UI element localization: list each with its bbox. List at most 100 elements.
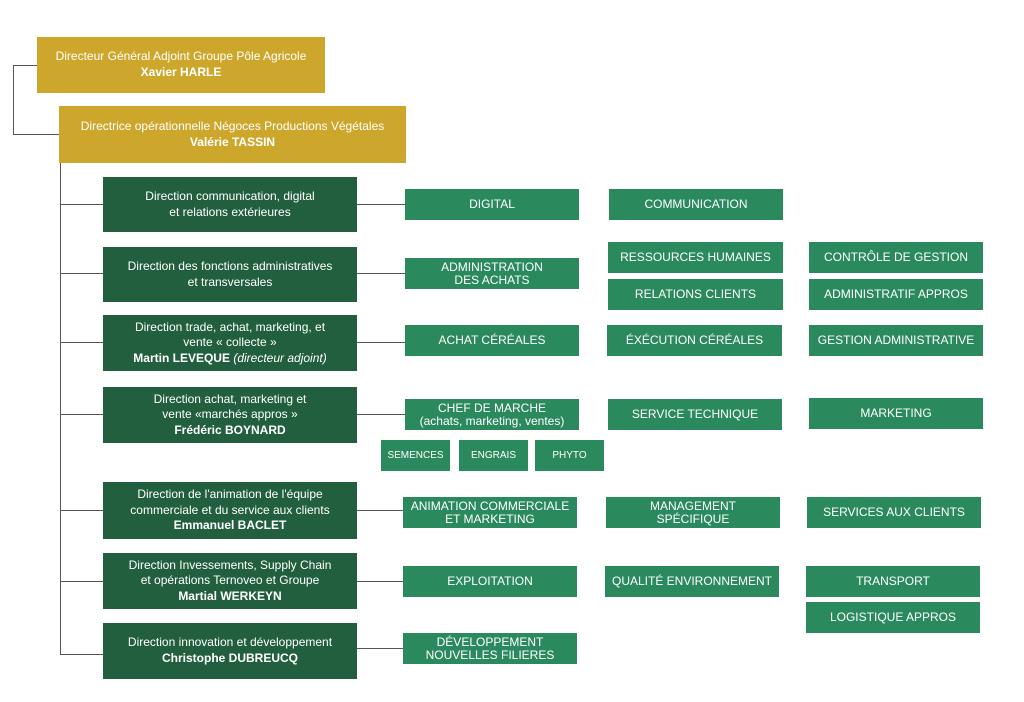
unit-engrais: ENGRAIS	[459, 440, 528, 471]
unit-label: CONTRÔLE DE GESTION	[823, 250, 969, 265]
direction-head-name: Emmanuel BACLET	[173, 518, 287, 533]
unit-label: ADMINISTRATION	[441, 259, 543, 274]
unit-label: TRANSPORT	[856, 574, 930, 589]
unit-management-specifique: MANAGEMENT SPÉCIFIQUE	[606, 497, 780, 528]
connector-root-to-dop	[13, 134, 59, 135]
unit-controle-gestion: CONTRÔLE DE GESTION	[809, 242, 983, 273]
direction-line: Direction achat, marketing et	[153, 391, 307, 406]
unit-semences: SEMENCES	[381, 440, 450, 471]
unit-phyto: PHYTO	[535, 440, 604, 471]
unit-label: DIGITAL	[469, 197, 515, 212]
direction-marches-appros: Direction achat, marketing et vente «mar…	[103, 387, 357, 443]
unit-transport: TRANSPORT	[806, 566, 980, 597]
unit-label: CHEF DE MARCHE	[437, 400, 546, 415]
unit-label: SERVICES AUX CLIENTS	[823, 505, 965, 520]
unit-service-technique: SERVICE TECHNIQUE	[608, 399, 782, 430]
direction-line: Direction des fonctions administratives	[127, 258, 333, 273]
direction-line: commerciale et du service aux clients	[130, 502, 330, 517]
unit-label: NOUVELLES FILIERES	[425, 647, 555, 662]
unit-qualite-environnement: QUALITÉ ENVIRONNEMENT	[605, 566, 779, 597]
unit-label: PHYTO	[552, 450, 587, 461]
unit-communication: COMMUNICATION	[609, 189, 783, 220]
connector-unit-4	[357, 414, 405, 415]
direction-line: et transversales	[187, 274, 273, 289]
unit-services-aux-clients: SERVICES AUX CLIENTS	[807, 497, 981, 528]
unit-label: LOGISTIQUE APPROS	[829, 610, 957, 625]
connector-root-vertical	[13, 65, 14, 135]
connector-branch-2	[60, 273, 103, 274]
unit-achat-cereales: ACHAT CÉRÉALES	[405, 325, 579, 356]
unit-exploitation: EXPLOITATION	[403, 566, 577, 597]
direction-line: et opérations Ternoveo et Groupe	[140, 573, 320, 588]
unit-animation-commerciale: ANIMATION COMMERCIALE ET MARKETING	[403, 497, 577, 528]
direction-line: Direction Invessements, Supply Chain	[128, 557, 332, 572]
unit-label: MANAGEMENT	[649, 498, 736, 513]
direction-head-name: Christophe DUBREUCQ	[161, 651, 298, 665]
unit-label: MARKETING	[860, 406, 932, 421]
connector-branch-1	[60, 204, 103, 205]
direction-line: Direction de l'animation de l'équipe	[137, 487, 323, 502]
dop-box: Directrice opérationnelle Négoces Produc…	[59, 106, 406, 163]
direction-trade-collecte: Direction trade, achat, marketing, et ve…	[103, 315, 357, 371]
connector-unit-3	[357, 342, 405, 343]
direction-head-note: (directeur adjoint)	[233, 350, 327, 365]
direction-supply-chain: Direction Invessements, Supply Chain et …	[103, 553, 357, 609]
connector-branch-5	[60, 510, 103, 511]
unit-label: ENGRAIS	[470, 450, 516, 461]
direction-head-name: Frédéric BOYNARD	[174, 422, 286, 437]
direction-line: vente « collecte »	[183, 335, 277, 350]
unit-label: DES ACHATS	[454, 272, 530, 287]
unit-label: SERVICE TECHNIQUE	[631, 407, 759, 422]
unit-gestion-administrative: GESTION ADMINISTRATIVE	[809, 325, 983, 356]
unit-ressources-humaines: RESSOURCES HUMAINES	[608, 242, 783, 273]
unit-label: (achats, marketing, ventes)	[419, 413, 565, 428]
unit-label: GESTION ADMINISTRATIVE	[817, 333, 975, 348]
unit-label: COMMUNICATION	[644, 197, 748, 212]
direction-line: Direction innovation et développement	[127, 635, 333, 650]
connector-branch-7	[60, 654, 103, 655]
unit-label: ANIMATION COMMERCIALE	[410, 498, 570, 513]
unit-label: ÉXÉCUTION CÉRÉALES	[625, 333, 764, 348]
unit-relations-clients: RELATIONS CLIENTS	[608, 279, 783, 310]
unit-label: ACHAT CÉRÉALES	[438, 333, 546, 348]
connector-branch-4	[60, 414, 103, 415]
direction-animation-equipe: Direction de l'animation de l'équipe com…	[103, 482, 357, 539]
connector-unit-5	[357, 510, 403, 511]
dga-title: Directeur Général Adjoint Groupe Pôle Ag…	[55, 49, 307, 64]
direction-line: vente «marchés appros »	[162, 407, 298, 422]
connector-unit-7	[357, 648, 403, 649]
connector-unit-1	[357, 204, 405, 205]
unit-label: EXPLOITATION	[447, 574, 533, 589]
unit-label: RESSOURCES HUMAINES	[620, 250, 771, 265]
dop-title: Directrice opérationnelle Négoces Produc…	[80, 118, 385, 133]
direction-innovation: Direction innovation et développement Ch…	[103, 623, 357, 679]
unit-label: ADMINISTRATIF APPROS	[824, 287, 968, 302]
unit-label: DÉVELOPPEMENT	[436, 634, 544, 649]
direction-fonctions-administratives: Direction des fonctions administratives …	[103, 247, 357, 302]
unit-label: SPÉCIFIQUE	[656, 511, 730, 526]
direction-line: et relations extérieures	[169, 204, 291, 219]
unit-label: QUALITÉ ENVIRONNEMENT	[611, 574, 773, 589]
connector-spine	[60, 163, 61, 655]
unit-developpement-filieres: DÉVELOPPEMENT NOUVELLES FILIERES	[403, 633, 577, 664]
direction-head-name: Martin LEVEQUE	[133, 350, 230, 365]
dop-name: Valérie TASSIN	[189, 134, 276, 149]
connector-branch-3	[60, 342, 103, 343]
connector-root-to-dga	[13, 65, 37, 66]
dga-name: Xavier HARLE	[140, 65, 222, 79]
direction-line: Direction communication, digital	[145, 188, 315, 203]
direction-line: Direction trade, achat, marketing, et	[134, 319, 326, 334]
connector-unit-6	[357, 581, 403, 582]
direction-communication: Direction communication, digital et rela…	[103, 177, 357, 232]
connector-branch-6	[60, 581, 103, 582]
unit-administratif-appros: ADMINISTRATIF APPROS	[809, 279, 983, 310]
unit-label: ET MARKETING	[445, 511, 535, 526]
connector-unit-2	[357, 273, 405, 274]
dga-box: Directeur Général Adjoint Groupe Pôle Ag…	[37, 37, 325, 93]
direction-head-name: Martial WERKEYN	[178, 588, 282, 603]
unit-marketing: MARKETING	[809, 398, 983, 429]
unit-label: SEMENCES	[387, 450, 444, 461]
unit-administration-achats: ADMINISTRATION DES ACHATS	[405, 258, 579, 289]
unit-digital: DIGITAL	[405, 189, 579, 220]
unit-execution-cereales: ÉXÉCUTION CÉRÉALES	[607, 325, 782, 356]
